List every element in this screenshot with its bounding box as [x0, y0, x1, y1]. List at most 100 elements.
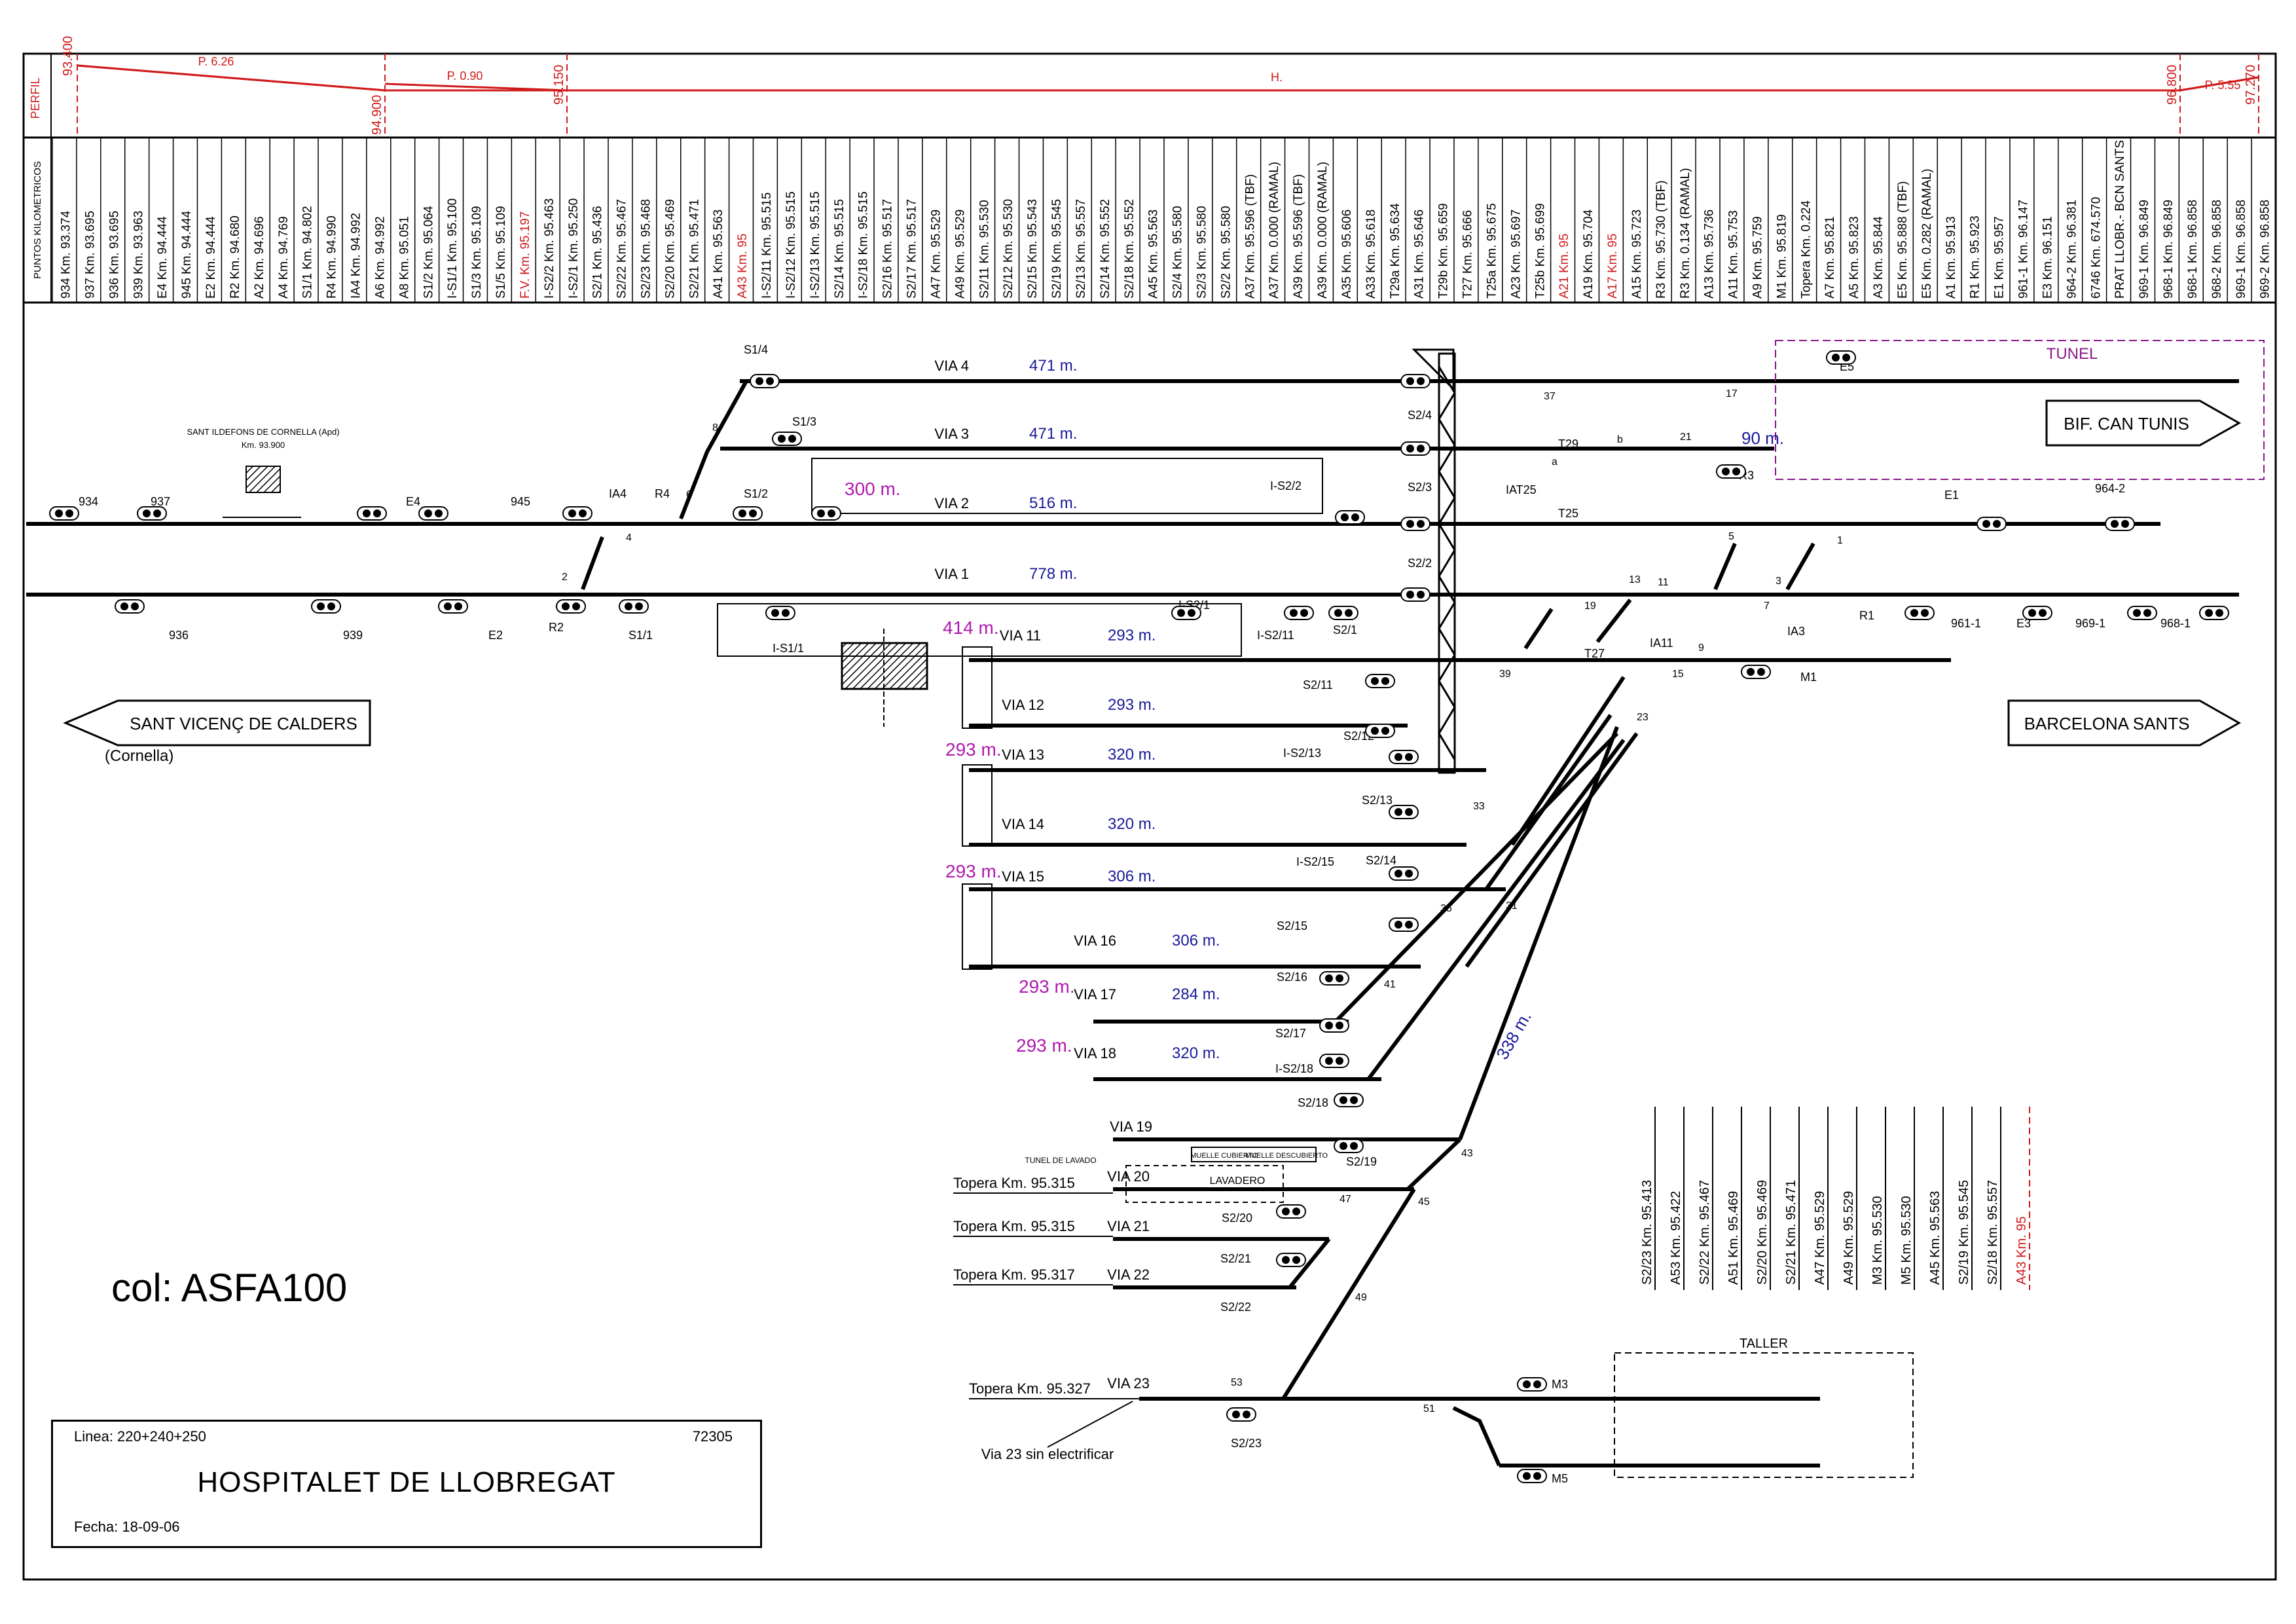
- signal-icon: [49, 506, 79, 521]
- km-point-21: I-S2/1 Km. 95.250: [567, 198, 581, 299]
- signal-icon-lamp: [327, 602, 335, 610]
- km-table-entry-4: S2/20 Km. 95.469: [1755, 1180, 1770, 1285]
- km-point-9: A4 Km. 94.769: [277, 216, 291, 299]
- signal-icon-body: [2127, 606, 2157, 620]
- km-point-36: A47 Km. 95.529: [929, 210, 943, 299]
- yard-ladder-3: [1465, 732, 1639, 968]
- km-point-35: S2/17 Km. 95.517: [905, 199, 919, 299]
- profile-line: [77, 64, 2259, 92]
- km-point-66: R3 Km. 95.730 (TBF): [1654, 180, 1668, 299]
- signal-41: S2/13: [1362, 794, 1393, 807]
- signal-icon-lamp: [1334, 609, 1342, 617]
- signal-icon-lamp: [1523, 1380, 1531, 1388]
- km-point-91: 969-2 Km. 96.858: [2259, 200, 2272, 299]
- km-point-62: A21 Km. 95: [1558, 234, 1571, 299]
- direction-arrows: [63, 399, 2242, 747]
- km-point-3: 939 Km. 93.963: [132, 211, 145, 299]
- km-table-entry-7: A49 Km. 95.529: [1842, 1191, 1856, 1285]
- signal-37: M1: [1800, 671, 1817, 684]
- title-name: HOSPITALET DE LLOBREGAT: [197, 1466, 616, 1498]
- tunnel-box: [1775, 340, 2265, 480]
- km-point-84: 6746 Km. 674.570: [2089, 197, 2103, 299]
- via-label-2: VIA 2: [934, 495, 969, 511]
- km-point-41: S2/19 Km. 95.545: [1050, 199, 1064, 299]
- via-label-13: VIA 20: [1107, 1168, 1150, 1185]
- topera-4: Topera Km. 95.327: [969, 1380, 1091, 1397]
- signal-icon-lamp: [1292, 1256, 1300, 1264]
- km-table-entry-3: A51 Km. 95.469: [1726, 1191, 1741, 1285]
- signal-icon-lamp: [1394, 870, 1402, 877]
- signal-icon-body: [1389, 917, 1419, 932]
- signal-icon-body: [1171, 606, 1201, 620]
- signal-icon: [2127, 606, 2157, 620]
- signal-icon: [1226, 1407, 1256, 1422]
- switch-number-9: 13: [1629, 574, 1641, 585]
- yard-ladder-9: [1288, 1238, 1331, 1289]
- km-point-2: 936 Km. 93.695: [107, 211, 121, 299]
- signal-icon: [2022, 606, 2052, 620]
- signal-icon-lamp: [1394, 753, 1402, 761]
- signal-icon: [357, 506, 387, 521]
- km-point-15: S1/2 Km. 95.064: [422, 206, 435, 299]
- taller-label: TALLER: [1740, 1337, 1788, 1351]
- switch-number-8: b: [1617, 434, 1623, 445]
- km-point-48: S2/2 Km. 95.580: [1219, 206, 1233, 299]
- taller-box: [1614, 1352, 1914, 1478]
- km-point-13: A6 Km. 94.992: [373, 216, 387, 299]
- signal-13: IAT25: [1506, 483, 1537, 496]
- signal-icon-body: [357, 506, 387, 521]
- km-point-0: 934 Km. 93.374: [60, 210, 73, 299]
- signal-icon-lamp: [363, 509, 371, 517]
- km-point-1: 937 Km. 93.695: [83, 211, 97, 299]
- signal-icon: [438, 599, 468, 614]
- signal-icon-lamp: [2121, 520, 2129, 528]
- switch-number-18: 39: [1499, 669, 1511, 680]
- switch-number-6: 21: [1680, 432, 1692, 443]
- signal-icon-body: [1904, 606, 1935, 620]
- signal-icon-body: [765, 606, 795, 620]
- title-line: Linea: 220+240+250: [74, 1428, 206, 1445]
- km-point-18: S1/5 Km. 95.109: [494, 206, 508, 299]
- signal-icon: [1389, 917, 1419, 932]
- arrow-right-top: [2045, 399, 2242, 447]
- via-length-5: 293 m.: [1108, 696, 1156, 714]
- signal-36: 968-1: [2160, 617, 2191, 630]
- km-point-56: A31 Km. 95.646: [1413, 210, 1427, 299]
- via-label-4: VIA 11: [1000, 627, 1041, 644]
- km-point-64: A17 Km. 95: [1606, 234, 1620, 299]
- km-point-10: S1/1 Km. 94.802: [301, 206, 315, 299]
- switch-number-16: 9: [1698, 642, 1704, 654]
- signal-55: M5: [1552, 1472, 1568, 1485]
- platform-length-0: 300 m.: [845, 479, 901, 499]
- km-point-30: I-S2/12 Km. 95.515: [784, 191, 798, 299]
- signal-icon-lamp: [1336, 974, 1343, 982]
- via-length-1: 471 m.: [1029, 425, 1077, 443]
- signal-icon-body: [1716, 464, 1746, 479]
- signal-icon: [1319, 1018, 1349, 1033]
- signal-23: E2: [488, 629, 503, 642]
- km-point-67: R3 Km. 0.134 (RAMAL): [1679, 168, 1692, 299]
- switch-number-7: a: [1552, 456, 1558, 468]
- signal-icon-lamp: [1417, 520, 1425, 528]
- taller-switch: [1452, 1406, 1501, 1467]
- signal-icon: [1319, 971, 1349, 986]
- crossover-left: [679, 380, 748, 520]
- signal-icon-body: [418, 506, 448, 521]
- signal-icon-body: [1334, 1093, 1364, 1107]
- signal-icon-body: [311, 599, 341, 614]
- signal-icon: [619, 599, 649, 614]
- signal-54: M3: [1552, 1378, 1568, 1391]
- signal-icon-lamp: [1339, 1142, 1347, 1150]
- km-point-85: PRAT LLOBR.- BCN SANTS: [2113, 140, 2127, 299]
- direction-right-bottom: BARCELONA SANTS: [2024, 714, 2190, 733]
- km-point-65: A15 Km. 95.723: [1630, 210, 1644, 299]
- km-point-78: A1 Km. 95.913: [1944, 216, 1958, 299]
- signal-icon-lamp: [1282, 1208, 1290, 1215]
- km-point-16: I-S1/1 Km. 95.100: [446, 198, 460, 299]
- km-point-76: E5 Km. 95.888 (TBF): [1896, 181, 1910, 299]
- via-label-12: VIA 19: [1110, 1118, 1152, 1135]
- signal-32: R1: [1859, 609, 1874, 622]
- signal-icon-lamp: [1405, 808, 1413, 816]
- crossover-a: [1523, 608, 1554, 650]
